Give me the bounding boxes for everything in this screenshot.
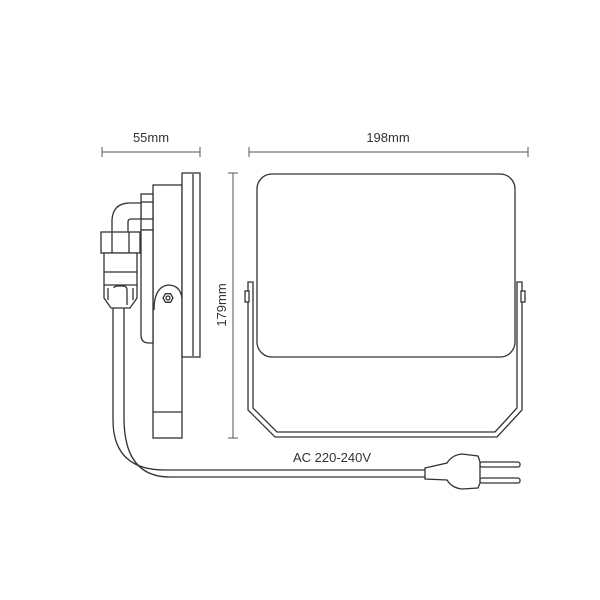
cable-entry-step — [140, 193, 154, 231]
front-plate — [181, 172, 201, 358]
mounting-bracket — [247, 281, 523, 438]
elbow-connector — [111, 202, 142, 234]
height-label: 179mm — [214, 283, 229, 326]
hinge-nut-icon — [162, 293, 174, 303]
euro-plug: AC 220-240V — [293, 450, 521, 490]
bracket-strip — [140, 229, 154, 344]
depth-dimension: 55mm — [101, 130, 201, 157]
width-dimension: 198mm — [248, 130, 529, 157]
depth-label: 55mm — [133, 130, 169, 145]
plug-pin — [479, 461, 521, 468]
power-cable — [112, 306, 425, 478]
cable-gland — [100, 231, 141, 254]
plug-pin — [479, 477, 521, 484]
height-dimension: 179mm — [214, 172, 238, 439]
right-pivot-knob — [520, 290, 526, 303]
housing-body — [152, 184, 183, 439]
width-label: 198mm — [366, 130, 409, 145]
light-panel — [256, 173, 516, 358]
front-view — [244, 173, 526, 438]
voltage-label: AC 220-240V — [293, 450, 371, 465]
side-view — [100, 172, 201, 439]
left-pivot-knob — [244, 290, 250, 303]
